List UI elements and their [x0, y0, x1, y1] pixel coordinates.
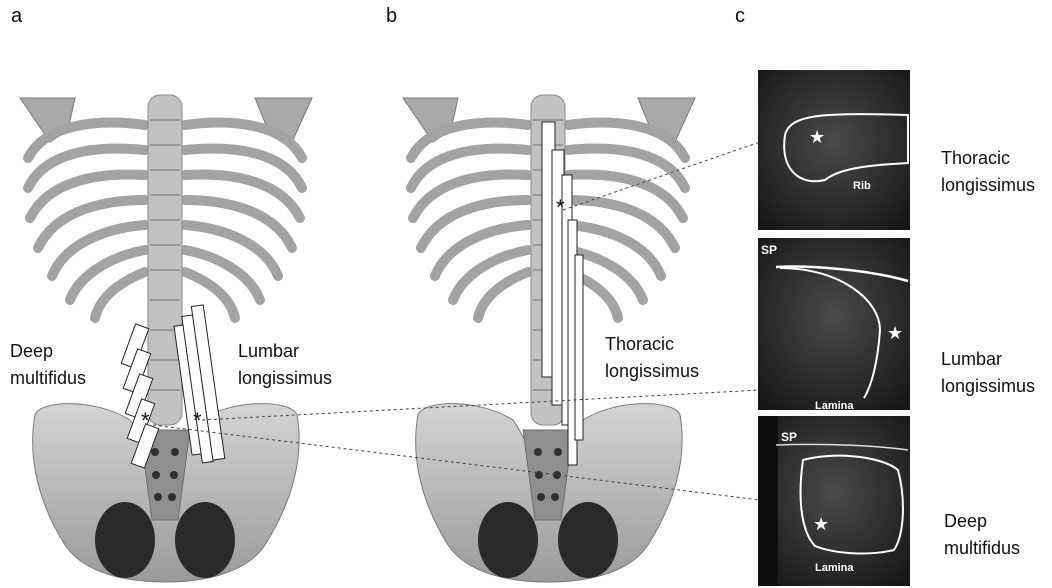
- us1-star: ★: [809, 127, 825, 148]
- us1-rib-label: Rib: [853, 180, 871, 192]
- marker-thoracic: *: [556, 195, 565, 220]
- label-lumbar-longissimus-a: Lumbar longissimus: [238, 338, 332, 392]
- ultrasound-thoracic-longissimus: [758, 70, 910, 230]
- label-thoracic-longissimus-b: Thoracic longissimus: [605, 331, 699, 385]
- label-deep-multifidus-c: Deep multifidus: [944, 508, 1020, 562]
- us2-star: ★: [887, 323, 903, 344]
- marker-lumbar: *: [193, 408, 202, 433]
- us3-sp-label: SP: [781, 430, 797, 444]
- us2-sp-label: SP: [761, 243, 777, 257]
- label-deep-multifidus-a: Deep multifidus: [10, 338, 86, 392]
- us3-star: ★: [813, 514, 829, 535]
- marker-multifidus: *: [141, 408, 150, 433]
- label-lumbar-longissimus-c: Lumbar longissimus: [941, 346, 1035, 400]
- label-thoracic-longissimus-c: Thoracic longissimus: [941, 145, 1035, 199]
- us3-lamina-label: Lamina: [815, 562, 854, 574]
- us2-lamina-label: Lamina: [815, 400, 854, 412]
